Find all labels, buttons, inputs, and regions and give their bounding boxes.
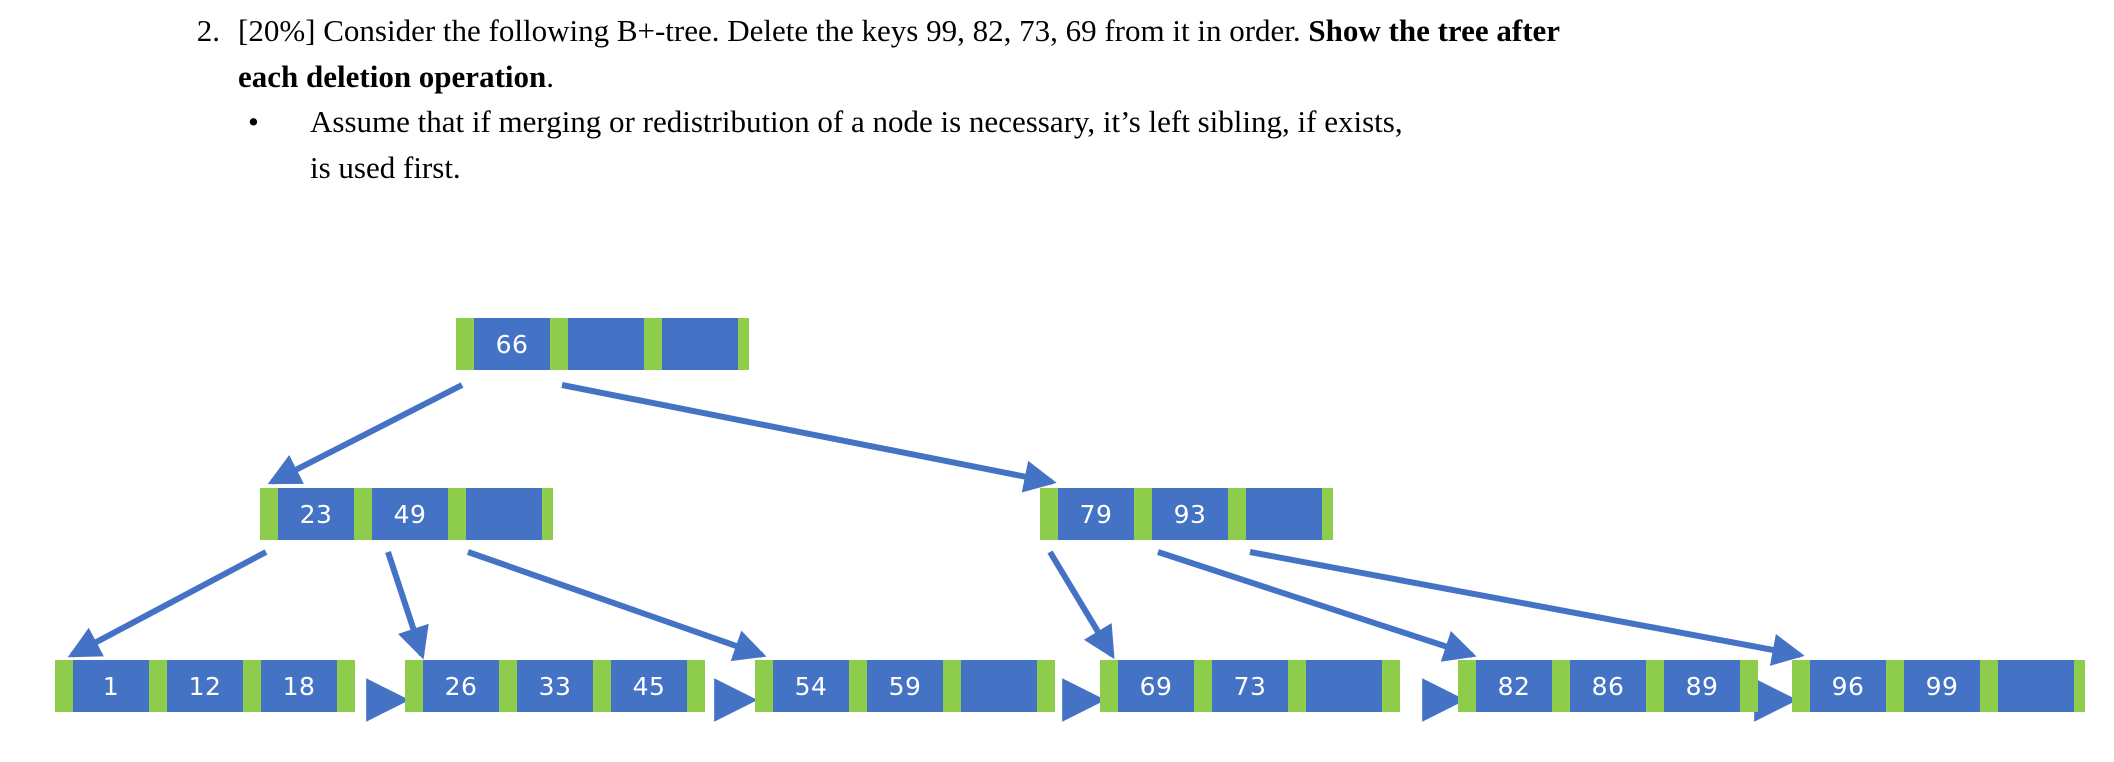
pointer-cell [448,488,466,540]
key-cell: 18 [261,660,337,712]
key-cell [466,488,542,540]
pointer-cell [849,660,867,712]
key-cell: 86 [1570,660,1646,712]
pointer-cell [1458,660,1476,712]
question-number: 2. [196,13,220,48]
question-item: 2. [20%] Consider the following B+-tree.… [150,8,1568,100]
question-prefix-text: [20%] Consider the following B+-tree. De… [238,13,1309,48]
tree-node-leaf[interactable]: 1 12 18 [55,660,355,712]
key-cell: 26 [423,660,499,712]
pointer-cell [687,660,705,712]
key-cell [568,318,644,370]
key-cell: 12 [167,660,243,712]
pointer-cell [55,660,73,712]
pointer-cell [1980,660,1998,712]
pointer-cell [1382,660,1400,712]
key-cell: 33 [517,660,593,712]
key-cell: 54 [773,660,849,712]
pointer-cell [149,660,167,712]
pointer-cell [542,488,553,540]
question-body: [20%] Consider the following B+-tree. De… [238,8,1568,100]
pointer-cell [1100,660,1118,712]
pointer-cell [2074,660,2085,712]
pointer-cell [1646,660,1664,712]
pointer-cell [499,660,517,712]
assumption-text: Assume that if merging or redistribution… [310,104,1403,185]
pointer-cell [1886,660,1904,712]
pointer-cell [1134,488,1152,540]
key-cell: 99 [1904,660,1980,712]
pointer-cell [456,318,474,370]
question-suffix-text: . [546,59,554,94]
pointer-cell [337,660,355,712]
pointer-cell [644,318,662,370]
tree-node-leaf[interactable]: 69 73 [1100,660,1400,712]
key-cell: 1 [73,660,149,712]
pointer-cell [755,660,773,712]
key-cell: 49 [372,488,448,540]
key-cell: 93 [1152,488,1228,540]
pointer-cell [1322,488,1333,540]
key-cell [1998,660,2074,712]
key-cell [961,660,1037,712]
key-cell: 96 [1810,660,1886,712]
pointer-cell [1228,488,1246,540]
pointer-cell [243,660,261,712]
key-cell: 73 [1212,660,1288,712]
pointer-cell [1288,660,1306,712]
key-cell: 23 [278,488,354,540]
bullet-marker-icon: • [248,104,259,139]
tree-node-leaf[interactable]: 96 99 [1792,660,2085,712]
key-cell [1306,660,1382,712]
pointer-cell [1037,660,1055,712]
pointer-cell [260,488,278,540]
key-cell: 45 [611,660,687,712]
question-bold-text: Show the tree after each deletion operat… [238,13,1560,94]
pointer-cell [943,660,961,712]
pointer-cell [1040,488,1058,540]
tree-node-internal-left[interactable]: 23 49 [260,488,553,540]
key-cell: 69 [1118,660,1194,712]
key-cell: 82 [1476,660,1552,712]
pointer-cell [1740,660,1758,712]
key-cell: 79 [1058,488,1134,540]
key-cell [662,318,738,370]
tree-node-leaf[interactable]: 26 33 45 [405,660,705,712]
pointer-cell [1194,660,1212,712]
pointer-cell [1792,660,1810,712]
pointer-cell [593,660,611,712]
pointer-cell [550,318,568,370]
pointer-cell [1552,660,1570,712]
pointer-cell [405,660,423,712]
key-cell: 59 [867,660,943,712]
tree-node-root[interactable]: 66 [456,318,749,370]
assumption-bullet: • Assume that if merging or redistributi… [248,99,1428,191]
key-cell [1246,488,1322,540]
tree-node-leaf[interactable]: 82 86 89 [1458,660,1758,712]
tree-node-internal-right[interactable]: 79 93 [1040,488,1333,540]
key-cell: 89 [1664,660,1740,712]
pointer-cell [738,318,749,370]
pointer-cell [354,488,372,540]
tree-node-leaf[interactable]: 54 59 [755,660,1055,712]
key-cell: 66 [474,318,550,370]
